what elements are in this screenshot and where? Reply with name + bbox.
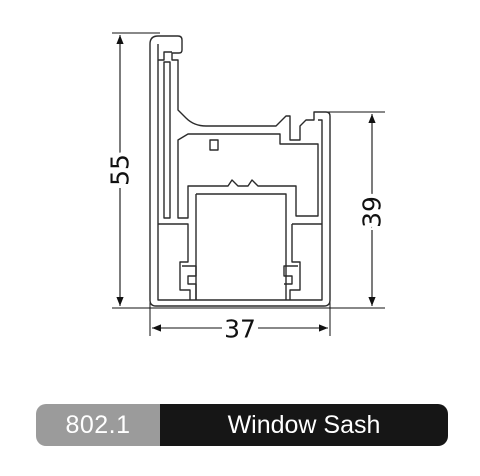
profile-outer-wall [157, 44, 323, 301]
dimension-label-37: 37 [224, 315, 256, 344]
profile-outer-contour [149, 35, 331, 307]
dimension-lines [116, 35, 376, 332]
product-code: 802.1 [36, 404, 160, 446]
profile-groove-notch [209, 139, 219, 151]
profile-lower-right-chamber [289, 223, 322, 300]
dimension-label-55: 55 [106, 154, 135, 186]
profile-left-chamber [163, 61, 171, 219]
profile-arm-chamber [177, 133, 319, 219]
dimension-label-39: 39 [358, 196, 387, 228]
profile-central-cavity [195, 193, 287, 300]
extension-lines [112, 32, 385, 336]
profile-lower-left-chamber [158, 223, 191, 300]
profile-outline [149, 35, 331, 307]
profile-lower-right-hook [283, 265, 298, 285]
profile-lower-left-hook [182, 265, 197, 300]
product-title: Window Sash [160, 404, 448, 446]
caption-bar: 802.1 Window Sash [36, 404, 448, 446]
